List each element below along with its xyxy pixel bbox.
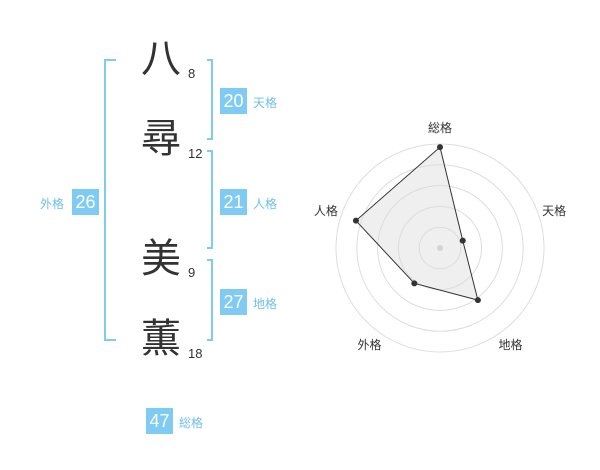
name-char-2: 尋 xyxy=(141,116,181,162)
chikaku-bracket xyxy=(207,259,213,341)
jinkaku-value: 21 xyxy=(220,189,247,215)
chikaku-value: 27 xyxy=(220,289,247,315)
radar-point-4 xyxy=(352,217,359,224)
radar-point-0 xyxy=(437,144,443,151)
radar-axis-label-3: 外格 xyxy=(357,337,381,352)
radar-axis-label-0: 総格 xyxy=(428,120,452,135)
radar-ring-4 xyxy=(356,164,524,332)
stroke-count-2: 12 xyxy=(188,146,203,161)
radar-axis-label-1: 天格 xyxy=(542,203,566,218)
radar-axis-label-2: 地格 xyxy=(499,337,523,352)
radar-polygon xyxy=(355,146,479,301)
stroke-count-4: 18 xyxy=(188,346,203,361)
stroke-count-3: 9 xyxy=(188,265,196,280)
name-char-3: 美 xyxy=(141,236,181,282)
radar-center-dot xyxy=(437,245,443,251)
radar-ring-1 xyxy=(418,226,462,270)
gaikaku-value: 26 xyxy=(72,189,99,215)
radar-point-3 xyxy=(411,280,418,287)
soukaku-label: 総格 xyxy=(179,416,204,430)
gaikaku-label: 外格 xyxy=(40,197,65,211)
tenkaku-label: 天格 xyxy=(253,96,278,110)
tenkaku-value: 20 xyxy=(220,88,247,114)
radar-ring-5 xyxy=(335,143,545,353)
jinkaku-bracket xyxy=(207,150,213,249)
soukaku-value: 47 xyxy=(146,408,173,434)
jinkaku-label: 人格 xyxy=(253,197,278,211)
name-char-1: 八 xyxy=(141,36,181,82)
stroke-count-1: 8 xyxy=(188,66,196,81)
radar-axis-label-4: 人格 xyxy=(314,203,338,218)
gaikaku-bracket xyxy=(104,59,116,341)
radar-point-2 xyxy=(474,297,481,304)
tenkaku-bracket xyxy=(207,59,213,140)
radar-ring-2 xyxy=(397,205,483,291)
radar-point-1 xyxy=(459,237,466,244)
name-char-4: 薫 xyxy=(141,316,181,362)
chikaku-label: 地格 xyxy=(253,297,278,311)
radar-ring-3 xyxy=(377,185,503,311)
